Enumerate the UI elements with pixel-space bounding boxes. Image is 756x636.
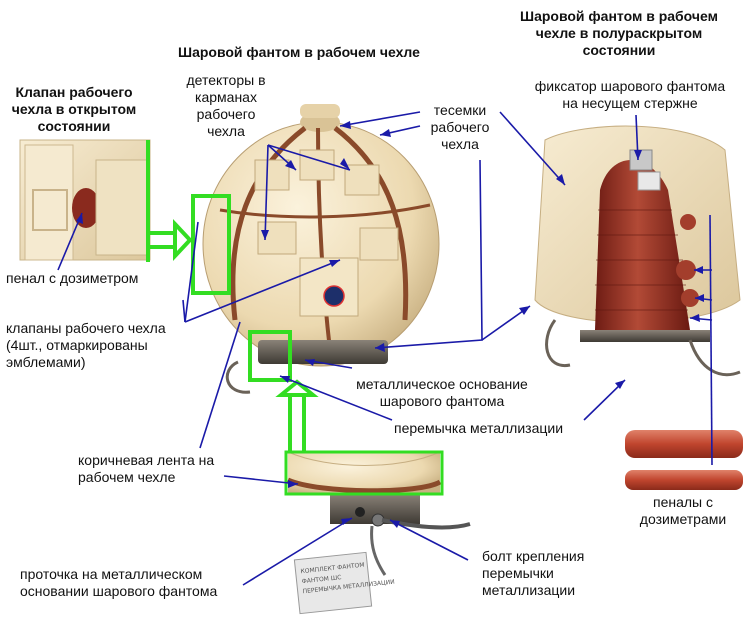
pointer-detectors-1 xyxy=(264,144,269,241)
label-cases-dosimeters-line-1: пеналы с xyxy=(652,494,713,510)
right-title-line-2: чехле в полураскрытом xyxy=(535,25,703,41)
label-bolt: болт крепления перемычки металлизации xyxy=(482,548,584,599)
pointer-bolt xyxy=(389,519,469,561)
arrowhead-detectors-2 xyxy=(285,160,296,170)
right-title-line-1: Шаровой фантом в рабочем xyxy=(520,8,718,24)
label-jumper: перемычка металлизации xyxy=(394,420,564,436)
arrowhead-straps-5 xyxy=(519,306,530,315)
label-dosimeter-case: пенал с дозиметром xyxy=(6,270,139,286)
arrowhead-straps-1 xyxy=(340,121,351,129)
label-straps-line-1: тесемки xyxy=(433,102,487,118)
arrowhead-cases-2 xyxy=(695,294,704,302)
pointer-flaps-3 xyxy=(184,221,199,323)
arrowhead-straps-3 xyxy=(556,174,565,185)
arrowhead-straps-4 xyxy=(375,343,385,352)
label-straps: тесемки рабочего чехла xyxy=(420,102,500,153)
pointer-groove xyxy=(242,517,353,586)
open-flap-photo xyxy=(19,139,151,262)
label-detectors-line-3: рабочего xyxy=(196,106,256,122)
left-title-line-3: состоянии xyxy=(37,118,111,134)
label-detectors-line-1: детекторы в xyxy=(186,72,266,88)
label-detectors-line-2: карманах xyxy=(195,89,257,105)
label-cases-dosimeters-line-2: дозиметрами xyxy=(639,511,727,527)
left-title: Клапан рабочего чехла в открытом состоян… xyxy=(4,84,144,135)
label-fixator: фиксатор шарового фантома на несущем сте… xyxy=(514,78,746,112)
label-cases-dosimeters: пеналы с дозиметрами xyxy=(622,494,744,528)
label-bolt-line-2: перемычки xyxy=(482,565,554,581)
tag-line-2: ФАНТОМ ШС xyxy=(301,574,341,585)
label-flaps-line-3: эмблемами) xyxy=(6,354,86,370)
closeup-frame xyxy=(284,450,444,496)
right-title-line-3: состоянии xyxy=(582,42,656,58)
label-brown-tape: коричневая лента на рабочем чехле xyxy=(78,452,214,486)
pointer-brown-tape-1 xyxy=(199,321,241,449)
arrowhead-fixator xyxy=(634,150,642,160)
label-fixator-line-2: на несущем стержне xyxy=(562,95,698,111)
center-title: Шаровой фантом в рабочем чехле xyxy=(178,44,420,60)
flap-highlight-box xyxy=(191,194,231,295)
pointer-cases-1 xyxy=(709,214,713,466)
label-brown-tape-line-2: рабочем чехле xyxy=(78,469,176,485)
label-metal-base-line-2: шарового фантома xyxy=(379,393,505,409)
label-fixator-line-1: фиксатор шарового фантома xyxy=(534,78,726,94)
arrowhead-jumper-1 xyxy=(280,376,290,383)
arrowhead-groove xyxy=(341,518,352,525)
pointer-jumper-1 xyxy=(279,375,393,421)
label-bolt-line-1: болт крепления xyxy=(482,548,585,564)
label-straps-line-3: чехла xyxy=(441,136,479,152)
label-flaps-line-1: клапаны рабочего чехла xyxy=(6,320,166,336)
groove-highlight-box xyxy=(248,330,292,382)
ball-phantom-photo xyxy=(202,104,440,394)
flap-arrow-head xyxy=(173,218,193,262)
pointer-straps-3 xyxy=(499,111,566,186)
arrowhead-metal-base xyxy=(305,359,315,366)
label-bolt-line-3: металлизации xyxy=(482,582,576,598)
pointer-detectors-3 xyxy=(267,144,351,171)
label-brown-tape-line-1: коричневая лента на xyxy=(78,452,215,468)
label-flaps: клапаны рабочего чехла (4шт., отмаркиров… xyxy=(6,320,166,371)
right-title: Шаровой фантом в рабочем чехле в полурас… xyxy=(494,8,744,59)
label-metal-base-line-1: металлическое основание xyxy=(356,376,528,392)
pointer-arrowheads xyxy=(76,121,704,528)
flap-arrow-shaft xyxy=(148,231,175,249)
pointer-flaps-2 xyxy=(184,259,341,323)
arrowhead-straps-2 xyxy=(380,129,391,137)
arrowhead-bolt xyxy=(390,520,400,528)
label-straps-line-2: рабочего xyxy=(430,119,490,135)
arrowhead-detectors-1 xyxy=(261,230,269,240)
arrowhead-jumper-2 xyxy=(615,380,625,389)
groove-arrow-head xyxy=(275,379,319,397)
pointer-dosimeter-case xyxy=(57,212,83,271)
base-closeup-photo: КОМПЛЕКТ ФАНТОМ ФАНТОМ ШС ПЕРЕМЫЧКА МЕТА… xyxy=(287,451,471,615)
arrowhead-flaps-2 xyxy=(329,260,340,267)
left-title-line-2: чехла в открытом xyxy=(11,101,137,117)
arrowhead-dosimeter-case xyxy=(76,213,83,224)
left-title-line-1: Клапан рабочего xyxy=(15,84,133,100)
arrowhead-cases-4 xyxy=(690,314,700,322)
arrowhead-brown-tape xyxy=(288,480,298,488)
label-metal-base: металлическое основание шарового фантома xyxy=(342,376,542,410)
arrowhead-cases-3 xyxy=(694,266,703,274)
label-detectors-line-4: чехла xyxy=(207,123,245,139)
green-highlights xyxy=(148,194,444,496)
groove-arrow-shaft xyxy=(288,395,306,452)
label-detectors: детекторы в карманах рабочего чехла xyxy=(178,72,274,140)
label-groove: проточка на металлическом основании шаро… xyxy=(20,566,217,600)
label-groove-line-2: основании шарового фантома xyxy=(20,583,218,599)
label-flaps-line-2: (4шт., отмаркированы xyxy=(6,337,148,353)
pointer-straps-1 xyxy=(339,111,421,127)
dosimeter-cases-photo xyxy=(625,430,743,490)
half-open-phantom-photo xyxy=(534,125,741,377)
pointer-brown-tape-2 xyxy=(223,475,299,485)
label-groove-line-1: проточка на металлическом xyxy=(20,566,203,582)
arrowhead-detectors-3 xyxy=(340,158,350,170)
pointer-flaps-1 xyxy=(182,299,186,323)
